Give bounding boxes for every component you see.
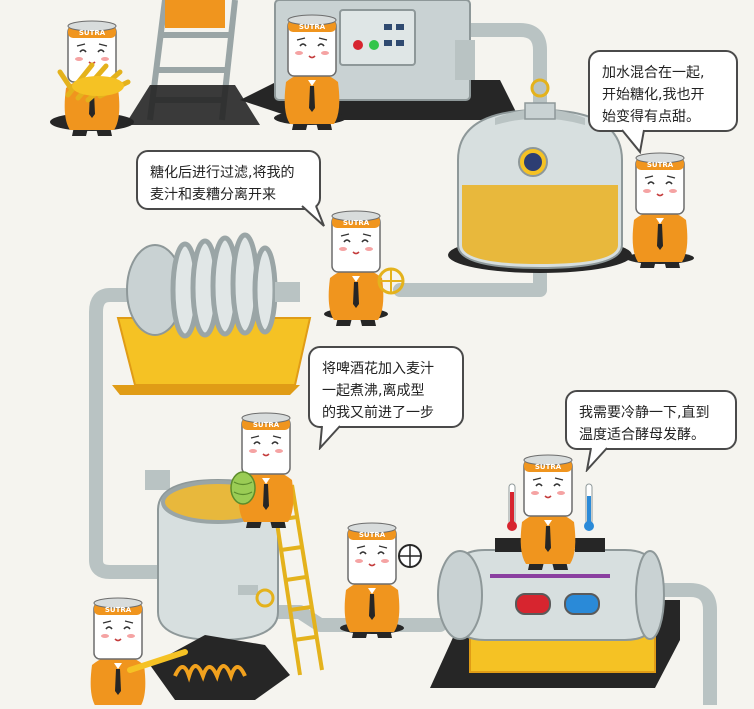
thermometer-icon	[507, 483, 594, 531]
bubble-boiling-line-3: 的我又前进了一步	[322, 405, 434, 421]
character-cooler-thermometers	[519, 454, 577, 571]
valve-wheel-icon	[530, 78, 550, 98]
bubble-filtering: 糖化后进行过滤,将我的 麦汁和麦糟分离开来	[136, 150, 321, 210]
lauter-filter	[112, 232, 312, 395]
character-hop-adder	[237, 412, 295, 529]
character-mash-tasting	[631, 152, 689, 269]
bubble-saccharification-line-3: 始变得有点甜。	[602, 109, 700, 125]
bubble-cooling-tail	[585, 447, 608, 472]
bubble-boiling-line-1: 将啤酒花加入麦汁	[322, 361, 434, 377]
fire-icon	[173, 664, 247, 683]
bubble-filtering-tail	[301, 205, 325, 227]
character-fire-stoker	[89, 597, 147, 709]
bubble-saccharification-line-2: 开始糖化,我也开	[602, 87, 705, 103]
character-control-operator	[283, 14, 341, 131]
bubble-boiling-line-2: 一起煮沸,离成型	[322, 383, 425, 399]
control-button-icon	[353, 40, 363, 50]
wort-cooler	[430, 538, 680, 688]
bubble-saccharification-line-1: 加水混合在一起,	[602, 65, 705, 81]
mash-tun	[448, 78, 632, 273]
bubble-boiling: 将啤酒花加入麦汁 一起煮沸,离成型 的我又前进了一步	[308, 346, 464, 428]
bubble-boiling-tail	[318, 425, 341, 450]
ladder-top-can-base	[165, 0, 225, 28]
bubble-cooling-line-1: 我需要冷静一下,直到	[579, 405, 710, 421]
character-wort-carrier	[343, 522, 401, 639]
bubble-saccharification: 加水混合在一起, 开始糖化,我也开 始变得有点甜。	[588, 50, 738, 132]
bubble-filtering-line-1: 糖化后进行过滤,将我的	[150, 165, 295, 181]
bubble-cooling: 我需要冷静一下,直到 温度适合酵母发酵。	[565, 390, 737, 450]
malt-sheaf-icon	[57, 62, 131, 103]
hop-cone-icon	[230, 471, 256, 505]
bubble-cooling-line-2: 温度适合酵母发酵。	[579, 427, 705, 443]
mash-control-machine	[240, 0, 520, 120]
bubble-filtering-line-2: 麦汁和麦糟分离开来	[150, 187, 276, 203]
character-filter-operator	[327, 210, 385, 327]
bubble-saccharification-tail	[621, 129, 645, 154]
